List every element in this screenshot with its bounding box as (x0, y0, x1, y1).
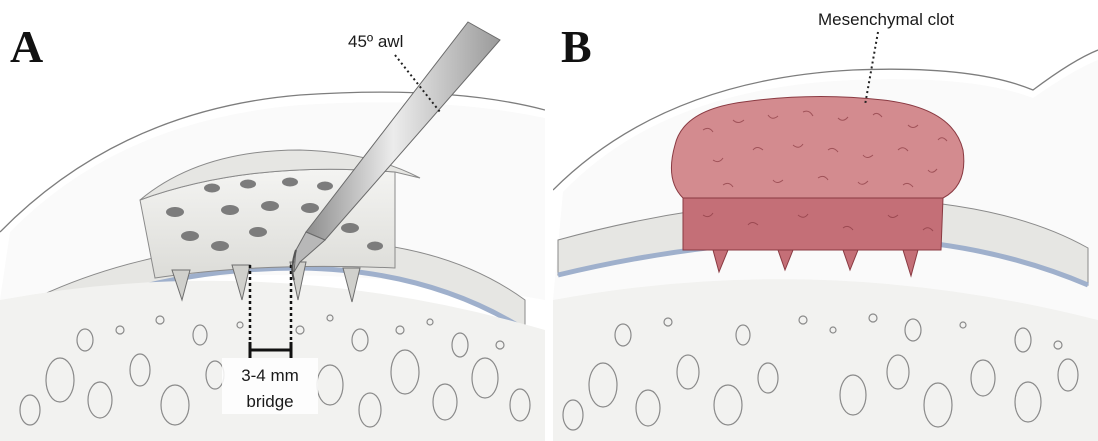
panel-a-letter: A (10, 21, 43, 72)
bridge-size-label: 3-4 mm (241, 366, 299, 385)
bridge-label: bridge (246, 392, 293, 411)
awl-label: 45º awl (348, 32, 403, 51)
clot-label: Mesenchymal clot (818, 10, 954, 29)
panel-b-illustration: Mesenchymal clot B (553, 0, 1098, 441)
panel-a-microfracture: 3-4 mm bridge 45º awl A (0, 0, 545, 441)
mesenchymal-clot (671, 96, 963, 276)
panel-b-clot: Mesenchymal clot B (553, 0, 1098, 441)
panel-a-illustration: 3-4 mm bridge 45º awl A (0, 0, 545, 441)
panel-b-letter: B (561, 21, 592, 72)
